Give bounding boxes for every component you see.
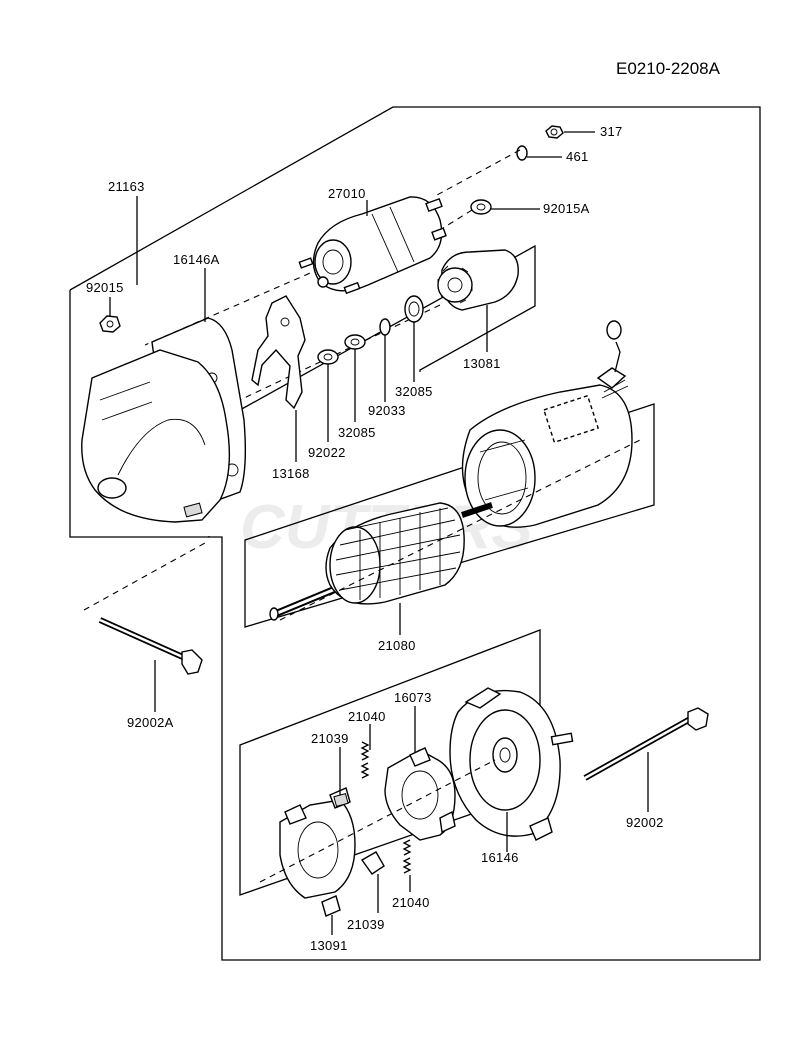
solenoid-27010: [298, 196, 447, 295]
washer-32085b: [344, 334, 366, 422]
brush-21039a: [333, 747, 349, 807]
label-92002A: 92002A: [127, 715, 174, 730]
diagram-code: E0210-2208A: [616, 59, 721, 78]
label-92015: 92015: [86, 280, 124, 295]
label-21040a: 21040: [348, 709, 386, 724]
label-13168: 13168: [272, 466, 310, 481]
brush-21039b: [360, 851, 385, 913]
label-92033: 92033: [368, 403, 406, 418]
spring-21040b: [402, 839, 412, 892]
end-cover-16146: [449, 687, 574, 852]
label-32085b: 32085: [338, 425, 376, 440]
washer-92022: [317, 349, 339, 442]
washer-32085a: [404, 295, 424, 382]
lever-13168: [251, 295, 306, 462]
yoke-frame: [461, 320, 633, 528]
label-13091: 13091: [310, 938, 348, 953]
armature-21080: [269, 502, 493, 635]
label-92015A: 92015A: [543, 201, 590, 216]
drive-group-box: [239, 244, 536, 411]
brush-holder-13091: [279, 787, 356, 935]
part-labels: 317 461 92015A 27010 21163 16146A 92015 …: [86, 124, 664, 953]
nut-92015A: [470, 199, 540, 215]
label-21039a: 21039: [311, 731, 349, 746]
label-461: 461: [566, 149, 589, 164]
spring-21040a: [360, 724, 371, 779]
alignment-lines-bottom: [259, 439, 641, 883]
housing-21163: [81, 196, 231, 523]
label-16073: 16073: [394, 690, 432, 705]
brush-plate-16073: [384, 706, 456, 841]
label-21080: 21080: [378, 638, 416, 653]
label-16146: 16146: [481, 850, 519, 865]
label-21039b: 21039: [347, 917, 385, 932]
label-21040b: 21040: [392, 895, 430, 910]
label-317: 317: [600, 124, 623, 139]
nut-92015: [99, 297, 121, 333]
label-16146A: 16146A: [173, 252, 220, 267]
label-27010: 27010: [328, 186, 366, 201]
label-92002: 92002: [626, 815, 664, 830]
bolt-92002: [583, 707, 709, 812]
assembly-boundary: [69, 106, 761, 961]
label-21163: 21163: [108, 179, 145, 194]
ring-461: [516, 145, 562, 161]
nut-317: [545, 125, 595, 139]
label-32085a: 32085: [395, 384, 433, 399]
pinion-13081: [437, 249, 519, 352]
label-13081: 13081: [463, 356, 501, 371]
clip-92033: [379, 318, 391, 402]
bolt-92002A: [83, 542, 206, 712]
label-92022: 92022: [308, 445, 346, 460]
